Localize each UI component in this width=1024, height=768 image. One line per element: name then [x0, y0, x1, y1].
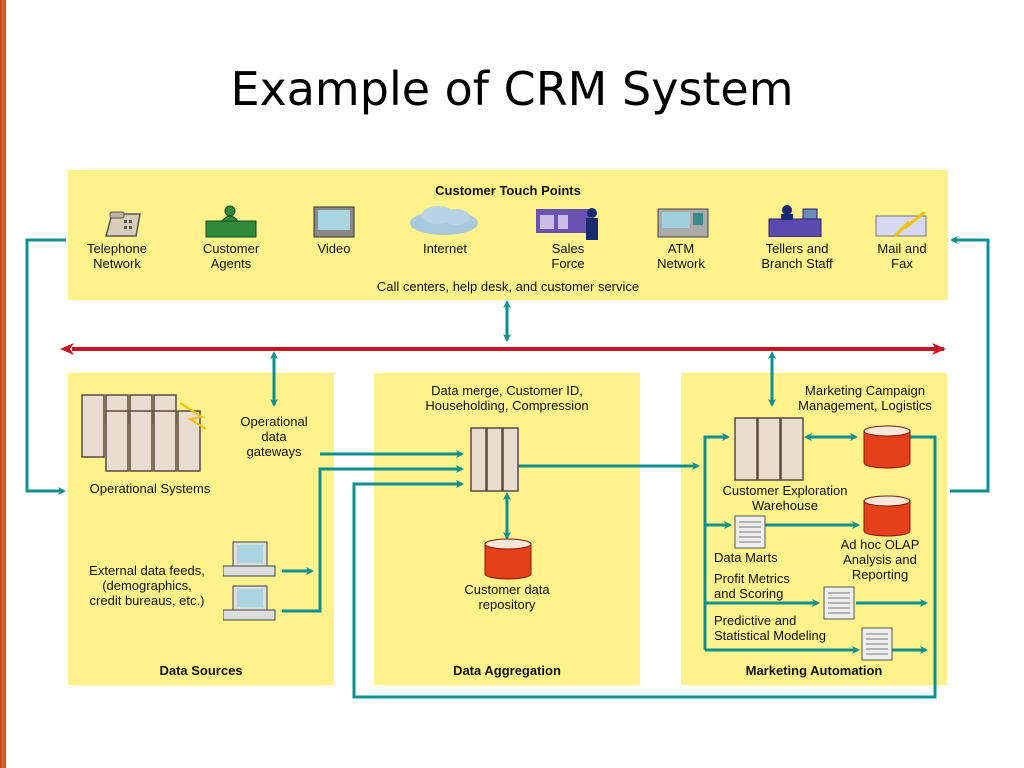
touch-points-footer: Call centers, help desk, and customer se…: [376, 279, 640, 294]
operational-systems-label: Operational Systems: [89, 481, 211, 496]
data-aggregation-heading: Data Aggregation: [453, 663, 561, 678]
left-feedback-line: [25, 238, 66, 495]
external-feeds-label: External data feeds,(demographics,credit…: [89, 563, 205, 608]
cloud-icon: [410, 206, 478, 235]
olap-database-icon: [863, 495, 911, 537]
touch-points-heading: Customer Touch Points: [435, 183, 581, 198]
aggregation-process-label: Data merge, Customer ID,Householding, Co…: [425, 383, 589, 413]
predictive-document-icon: [861, 627, 893, 661]
external-computers-icon: [223, 541, 276, 621]
slide-title: Example of CRM System: [230, 62, 794, 116]
data-sources-heading: Data Sources: [159, 663, 243, 678]
touch-point-item: Internet: [422, 241, 468, 256]
marketing-automation-heading: Marketing Automation: [745, 663, 883, 678]
aggregation-server-icon: [470, 427, 519, 492]
atm-icon: [657, 208, 709, 238]
right-feedback-line: [950, 236, 990, 493]
warehouse-server-icon: [734, 417, 804, 481]
customer-repository-icon: [484, 538, 532, 580]
video-monitor-icon: [313, 206, 355, 238]
data-marts-label: Data Marts: [714, 550, 778, 565]
touch-point-item: Video: [317, 241, 351, 256]
teller-icon: [768, 205, 822, 237]
telephone-icon: [105, 211, 141, 237]
profit-document-icon: [823, 586, 855, 620]
mail-fax-icon: [875, 212, 927, 238]
slide-edge-bar: [0, 0, 6, 768]
data-marts-document-icon: [734, 515, 766, 549]
customer-agent-icon: [205, 205, 257, 238]
sales-force-icon: [536, 208, 598, 240]
operational-servers-icon: [81, 394, 207, 472]
campaign-database-icon: [863, 425, 911, 469]
